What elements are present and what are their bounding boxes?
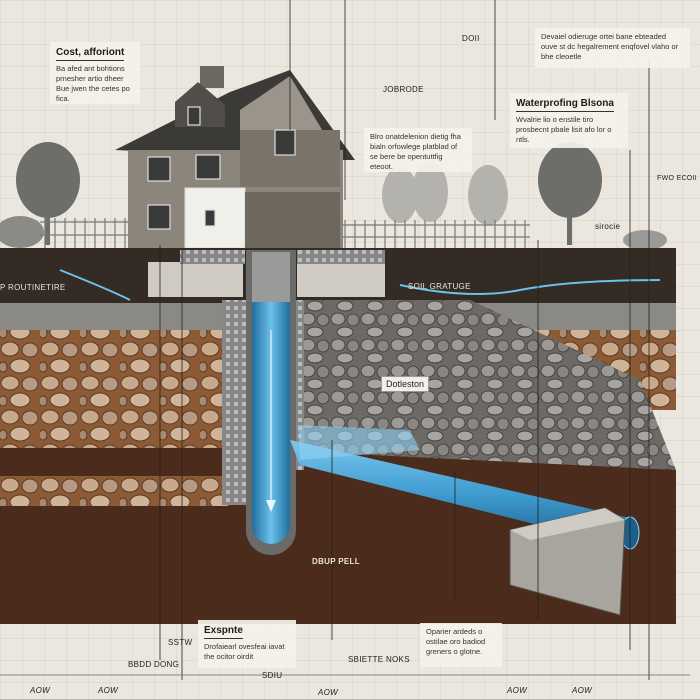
label-dry-well: DBUP PELL [312, 557, 360, 566]
label-sdiu: SDIU [262, 671, 283, 680]
callout-body: Oparier ardeds o ostilae oro badiod gren… [426, 627, 486, 657]
label-bbd-dong: BBDD DONG [128, 660, 180, 669]
callout-body: Devaiel odieruge ortei bane ebteaded ouv… [541, 32, 679, 62]
dimension-label: AOW [507, 686, 528, 695]
rock-layer [0, 330, 230, 448]
callout-body: Ba afed ant bohtions prnesher artio dhee… [56, 63, 130, 103]
callout-body: Wvalrie lio o enstile tiro prosbecnt pba… [516, 114, 612, 144]
callout-expense: Exspnte Drofaiearl ovesfeai iavat the oc… [198, 620, 296, 668]
callout-lower-right: Oparier ardeds o ostilae oro badiod gren… [420, 623, 502, 667]
fence [40, 218, 530, 248]
dimension-label: AOW [30, 686, 51, 695]
dry-well [246, 250, 296, 555]
label-jobrode: JOBRODE [383, 85, 424, 94]
label-stw: SSTW [168, 638, 193, 647]
background-trees [0, 142, 667, 250]
dimension-label: AOW [98, 686, 119, 695]
label-deflection: Dotleston [381, 376, 430, 392]
callout-body: Drofaiearl ovesfeai iavat the ocitor oir… [204, 641, 285, 661]
callout-title: Waterprofing Blsona [516, 97, 614, 112]
callout-top-right: Devaiel odieruge ortei bane ebteaded ouv… [535, 28, 690, 68]
callout-title: Exspnte [204, 624, 243, 639]
label-soil-gratuge: SOIL GRATUGE [408, 282, 471, 291]
label-sirocie: sirocie [595, 222, 621, 231]
callout-title: Cost, afforiont [56, 46, 125, 61]
callout-waterproofing: Waterprofing Blsona Wvalrie lio o enstil… [510, 93, 628, 148]
label-routine: P ROUTINETIRE [0, 283, 66, 292]
label-doii: DOII [462, 34, 480, 43]
label-sbiette-noks: SBIETTE NOKS [348, 655, 410, 664]
dimension-label: AOW [572, 686, 593, 695]
callout-body: Blro onatdelenion dietig fha bialn orfow… [370, 132, 461, 172]
label-fwo-econ: FWO ECOII [657, 175, 698, 182]
dimension-label: AOW [318, 688, 339, 697]
callout-middle: Blro onatdelenion dietig fha bialn orfow… [364, 128, 472, 172]
callout-cost: Cost, afforiont Ba afed ant bohtions prn… [50, 42, 140, 104]
